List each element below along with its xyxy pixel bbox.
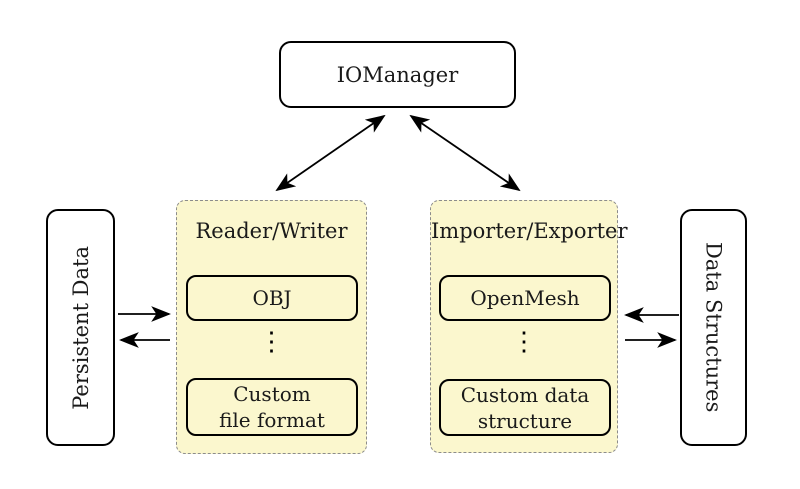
custom-file-format-line2: file format	[219, 408, 325, 432]
iomanager-node: IOManager	[279, 41, 516, 108]
openmesh-label: OpenMesh	[470, 286, 580, 310]
iomanager-label: IOManager	[336, 62, 459, 87]
arrow-iomanager-reader-writer	[275, 114, 386, 192]
reader-writer-ellipsis: ⋮	[258, 327, 285, 357]
custom-data-structure-line1: Custom data	[460, 382, 590, 407]
arrow-iomanager-importer-exporter	[409, 114, 521, 192]
persistent-data-node: Persistent Data	[46, 209, 115, 446]
reader-writer-title: Reader/Writer	[195, 219, 348, 243]
obj-node: OBJ	[186, 275, 358, 321]
reader-writer-group: Reader/Writer OBJ ⋮ Custom file format	[176, 200, 367, 454]
custom-file-format-line1: Custom	[233, 382, 311, 406]
importer-exporter-title: Importer/Exporter	[431, 219, 628, 243]
importer-exporter-group: Importer/Exporter OpenMesh ⋮ Custom data…	[430, 200, 628, 453]
custom-file-format-node: Custom file format	[186, 378, 358, 436]
openmesh-node: OpenMesh	[439, 275, 611, 321]
data-structures-node: Data Structures	[680, 209, 747, 446]
data-structures-label: Data Structures	[701, 242, 726, 413]
importer-exporter-ellipsis: ⋮	[511, 327, 537, 357]
persistent-data-label: Persistent Data	[68, 245, 93, 410]
custom-data-structure-line2: structure	[477, 408, 573, 433]
obj-label: OBJ	[252, 286, 292, 310]
custom-data-structure-node: Custom data structure	[439, 379, 611, 436]
